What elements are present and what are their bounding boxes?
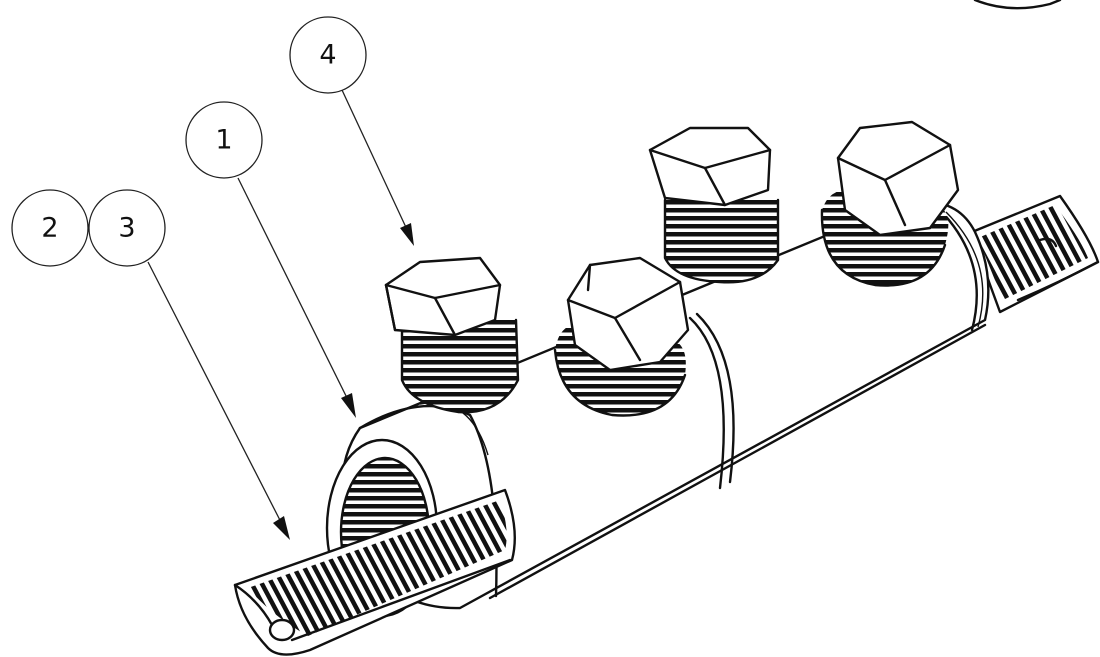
callout-1: 1 <box>185 101 356 418</box>
set-screw-a <box>384 256 520 414</box>
callout-4: 4 <box>289 16 414 246</box>
callout-2: 2 <box>11 189 89 267</box>
conductor-insert-left <box>233 488 516 656</box>
callout-4-label: 4 <box>319 40 336 71</box>
set-screw-c <box>648 126 780 284</box>
corner-fragment <box>973 0 1062 10</box>
callout-2-label: 2 <box>41 213 58 244</box>
conductor-insert-right <box>970 194 1100 314</box>
callout-1-balloon <box>185 101 263 179</box>
callout-3-balloon <box>88 189 166 267</box>
callout-1-label: 1 <box>215 125 232 156</box>
callout-3-label: 3 <box>118 213 135 244</box>
callout-2-balloon <box>11 189 89 267</box>
set-screw-b <box>553 256 690 417</box>
callout-4-balloon <box>289 16 367 94</box>
set-screw-d <box>820 120 960 287</box>
callout-3: 3 <box>88 189 290 540</box>
